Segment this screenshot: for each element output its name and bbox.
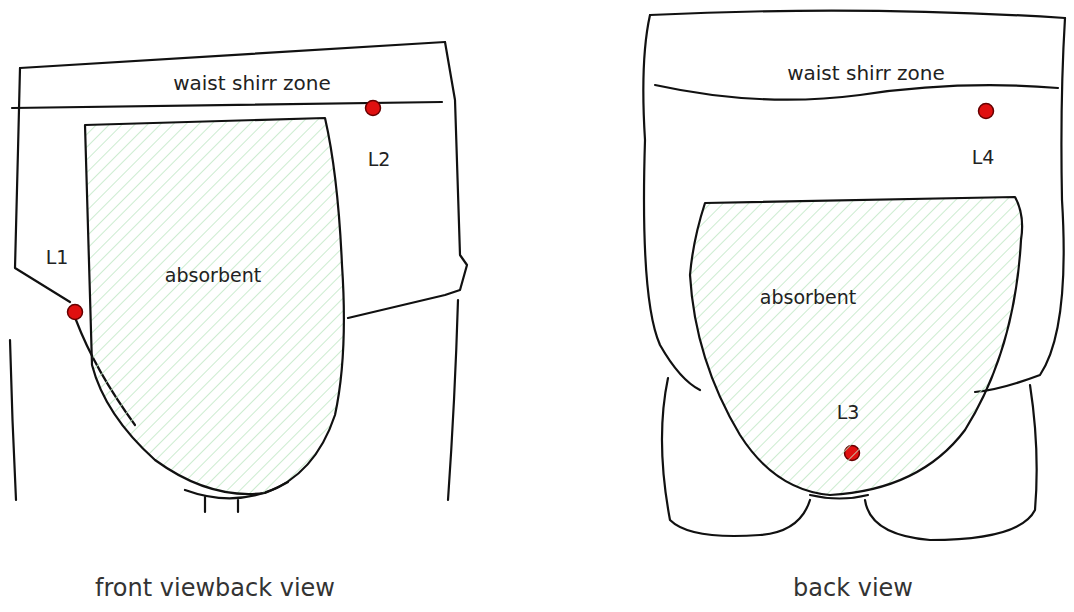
node-label: absorbent	[760, 286, 856, 308]
absorbent-outline	[685, 190, 1030, 500]
waist-band: waist shirr zone	[15, 45, 450, 110]
node-label: waist shirr zone	[787, 61, 945, 85]
node-label: waist shirr zone	[173, 71, 331, 95]
callout-label: L1	[46, 246, 69, 268]
callout-label: L2	[368, 148, 391, 170]
view-caption: front viewback view	[95, 574, 335, 602]
absorbent-pad: absorbent	[685, 190, 1030, 500]
callout-label: L3	[837, 401, 860, 423]
absorbent-pad: absorbent	[80, 115, 355, 500]
callout-label: L4	[972, 146, 995, 168]
absorbent-outline	[80, 115, 355, 500]
waist-band: waist shirr zone	[655, 40, 1065, 102]
node-label: absorbent	[165, 264, 261, 286]
view-caption: back view	[793, 574, 913, 602]
